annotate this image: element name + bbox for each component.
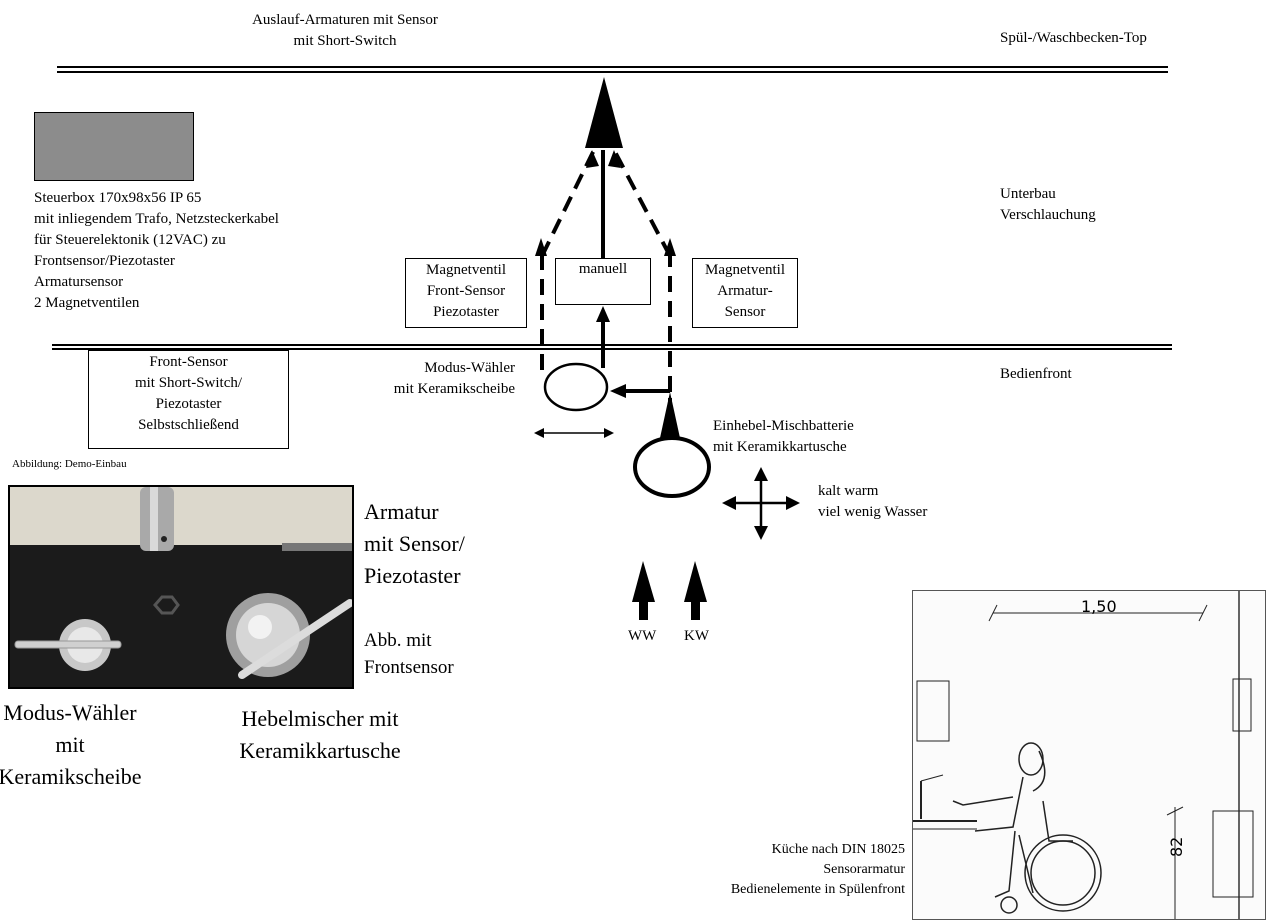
manual-valve-box: manuell xyxy=(555,258,651,305)
temp-flow-label: kalt warm viel wenig Wasser xyxy=(818,483,928,520)
dashed-flow-right xyxy=(612,149,672,257)
solenoid-valve-front-sensor-label: Magnetventil Front-Sensor Piezotaster xyxy=(426,262,506,320)
mode-selector-label: Modus-Wähler mit Keramikscheibe xyxy=(393,360,515,397)
manual-valve-label: manuell xyxy=(578,261,628,277)
kitchen-caption: Küche nach DIN 18025 Sensorarmatur Bedie… xyxy=(730,842,905,897)
photo-front-label: Abb. mit Frontsensor xyxy=(364,630,454,678)
hot-water-arrow xyxy=(632,561,655,620)
faucet-shape xyxy=(140,487,174,551)
control-box xyxy=(34,112,194,181)
temperature-flow-cross-arrow xyxy=(722,467,800,540)
mode-selector-symbol xyxy=(543,362,609,412)
operating-front-line xyxy=(52,344,1172,350)
kitchen-width-label: 1,50 xyxy=(1081,597,1117,616)
dashed-flow-left xyxy=(540,149,596,257)
sink-top-label: Spül-/Waschbecken-Top xyxy=(1000,30,1147,46)
photo-mixer-label: Hebelmischer mit Keramikkartusche xyxy=(239,706,401,763)
cold-water-arrow xyxy=(684,561,707,620)
single-lever-mixer-symbol xyxy=(633,436,711,498)
height-dimension xyxy=(1166,806,1184,919)
mixer-to-mode-arrow xyxy=(610,384,626,398)
cold-water-label: KW xyxy=(684,628,709,644)
kitchen-din-drawing: 1,50 82 xyxy=(912,590,1266,920)
width-dimension xyxy=(988,604,1208,622)
mixer-up-arrow xyxy=(660,392,680,438)
mode-selector-knob xyxy=(14,619,122,671)
photo-caption: Abbildung: Demo-Einbau xyxy=(12,458,127,470)
photo-fitting-label: Armatur mit Sensor/ Piezotaster xyxy=(364,499,465,588)
single-lever-mixer-label: Einhebel-Mischbatterie mit Keramikkartus… xyxy=(713,418,854,455)
kitchen-height-label: 82 xyxy=(1167,836,1186,857)
solenoid-valve-fitting-sensor-label: Magnetventil Armatur- Sensor xyxy=(705,262,785,320)
control-box-description: Steuerbox 170x98x56 IP 65 mit inliegende… xyxy=(34,190,279,311)
operating-front-label: Bedienfront xyxy=(1000,366,1072,382)
wheelchair-user-figure xyxy=(952,742,1102,914)
mode-double-arrow xyxy=(534,428,614,438)
lever-mixer-knob xyxy=(226,593,352,679)
front-sensor-label: Front-Sensor mit Short-Switch/ Piezotast… xyxy=(134,354,243,433)
demo-installation-photo xyxy=(8,485,354,689)
photo-mode-selector-label: Modus-Wähler mit Keramikscheibe xyxy=(0,700,142,789)
solenoid-valve-fitting-sensor: Magnetventil Armatur- Sensor xyxy=(692,258,798,328)
outlet-label: Auslauf-Armaturen mit Sensor mit Short-S… xyxy=(252,12,438,49)
sink-top-line xyxy=(57,66,1168,73)
front-sensor-box: Front-Sensor mit Short-Switch/ Piezotast… xyxy=(88,350,289,449)
hot-water-label: WW xyxy=(628,628,657,644)
manual-input-arrow xyxy=(596,306,610,322)
outlet-arrowhead xyxy=(585,77,623,148)
solenoid-valve-front-sensor: Magnetventil Front-Sensor Piezotaster xyxy=(405,258,527,328)
underbody-label: Unterbau Verschlauchung xyxy=(1000,186,1096,223)
